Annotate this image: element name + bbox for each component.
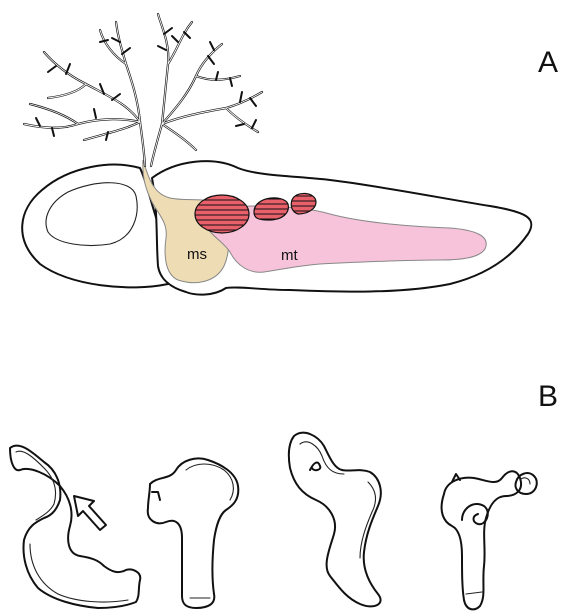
section-shape-3 — [289, 433, 381, 607]
section-shape-4 — [442, 471, 537, 609]
section-shape-2 — [148, 458, 239, 608]
label-mt: mt — [281, 247, 298, 264]
label-ms: ms — [187, 246, 207, 263]
tree-branches-fill — [24, 14, 262, 166]
panel-a-illustration: ms mt — [22, 14, 531, 295]
tree-twigs — [36, 28, 256, 140]
hollow-arrow-icon — [74, 496, 106, 530]
panel-b-illustration — [10, 433, 537, 610]
branching-tree — [24, 14, 262, 166]
section-shape-1 — [10, 446, 140, 608]
panel-letter-a: A — [538, 46, 558, 80]
panel-letter-b: B — [538, 380, 558, 414]
